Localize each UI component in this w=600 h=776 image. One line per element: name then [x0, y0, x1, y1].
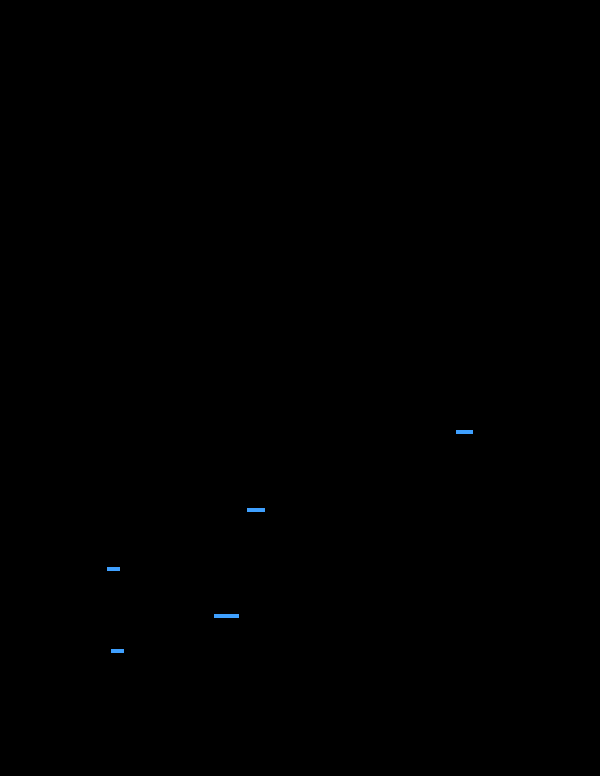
hyperlink-5[interactable]: [111, 649, 124, 653]
hyperlink-2[interactable]: [247, 508, 265, 512]
hyperlink-3[interactable]: [107, 567, 120, 571]
hyperlink-1[interactable]: [456, 430, 473, 434]
hyperlink-4[interactable]: [214, 614, 239, 618]
